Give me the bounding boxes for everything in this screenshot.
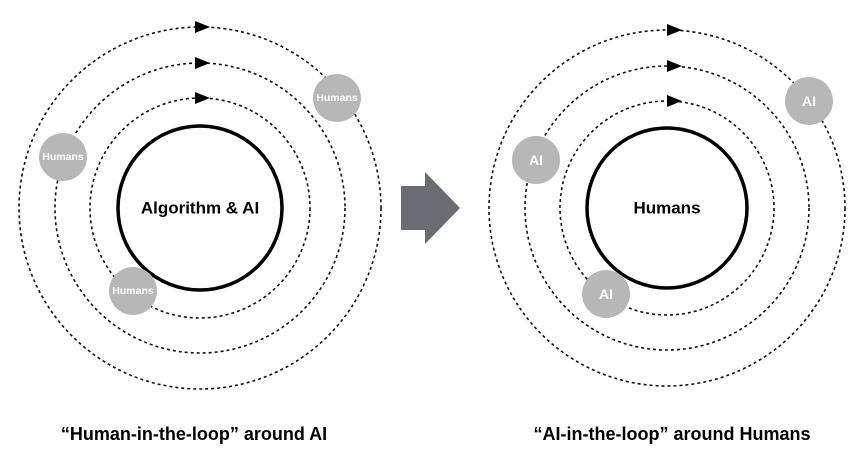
arrowhead-right-icon [667, 24, 682, 36]
left-node-circle [39, 133, 87, 181]
right-orbit-nodes: AI AI AI [512, 77, 833, 318]
left-node-circle [109, 267, 157, 315]
left-node-humans-bottom: Humans [109, 267, 157, 315]
left-core: Algorithm & AI [116, 124, 284, 292]
left-node-label: Humans [112, 285, 154, 297]
left-node-label: Humans [316, 92, 358, 104]
arrowhead-right-icon [195, 57, 210, 69]
left-node-humans-left: Humans [39, 133, 87, 181]
right-caption: “AI-in-the-loop” around Humans [534, 424, 811, 444]
right-core: Humans [585, 126, 749, 290]
left-orbit-arrows [195, 21, 210, 104]
right-node-circle [582, 270, 630, 318]
right-node-ai-left: AI [512, 136, 560, 184]
right-core-label: Humans [633, 199, 700, 218]
left-middle-orbit [54, 62, 346, 354]
right-node-label: AI [802, 93, 816, 109]
right-outer-orbit [488, 29, 846, 387]
left-core-circle [116, 124, 284, 292]
right-core-circle [585, 126, 749, 290]
arrowhead-right-icon [195, 92, 210, 104]
right-orbit-arrows [667, 24, 682, 107]
left-node-humans-top: Humans [313, 74, 361, 122]
right-node-ai-top: AI [785, 77, 833, 125]
right-node-label: AI [529, 152, 543, 168]
right-node-circle [785, 77, 833, 125]
right-node-circle [512, 136, 560, 184]
human-in-the-loop-panel: Algorithm & AI Humans Humans Humans “Hum… [18, 21, 382, 444]
left-node-label: Humans [42, 151, 84, 163]
ai-in-the-loop-panel: Humans AI AI AI “AI-in-the-loop” around … [488, 24, 846, 444]
left-caption: “Human-in-the-loop” around AI [61, 424, 327, 444]
right-inner-orbit [559, 100, 775, 316]
left-orbit-nodes: Humans Humans Humans [39, 74, 361, 315]
arrowhead-right-icon [667, 60, 682, 72]
arrowhead-right-icon [667, 95, 682, 107]
left-node-circle [313, 74, 361, 122]
left-core-label: Algorithm & AI [141, 199, 259, 218]
right-arrow-icon [401, 172, 460, 244]
arrowhead-right-icon [195, 21, 210, 33]
right-node-label: AI [599, 286, 613, 302]
right-node-ai-bottom: AI [582, 270, 630, 318]
